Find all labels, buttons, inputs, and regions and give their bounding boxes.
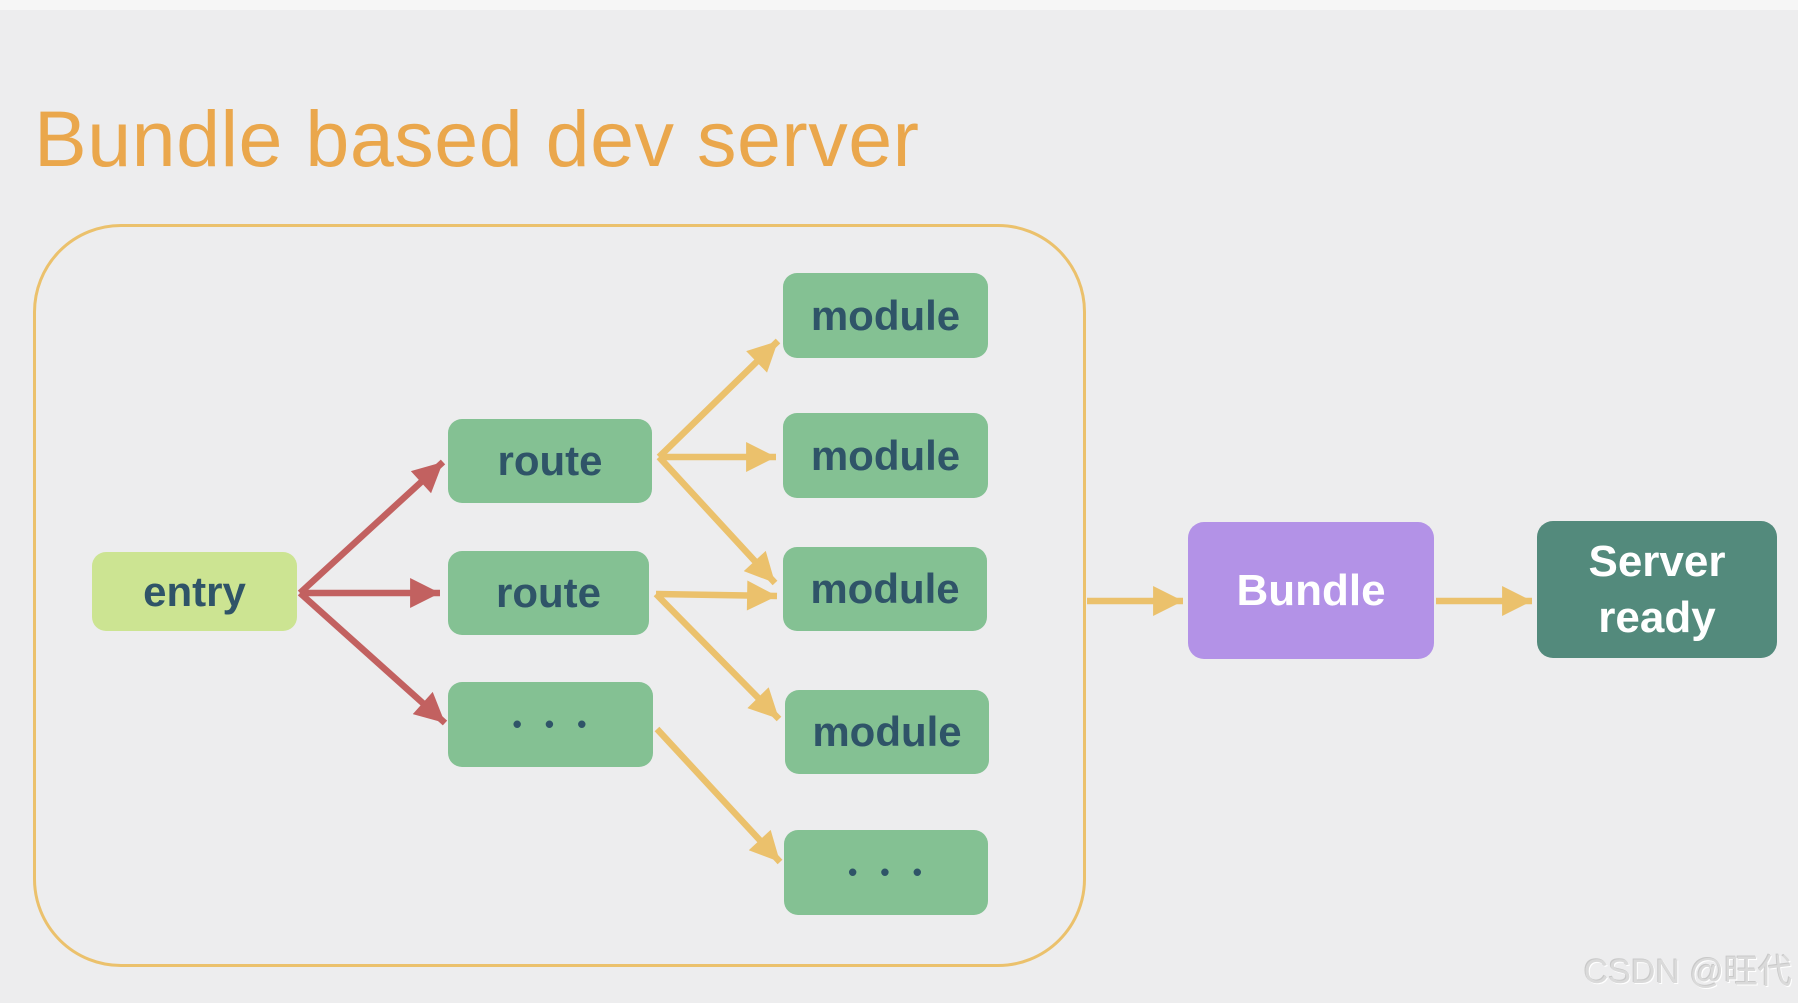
bundle-node-label: Bundle: [1236, 565, 1386, 615]
route-node-2-label: route: [496, 569, 601, 616]
module-node-4-label: module: [812, 708, 962, 755]
route-node-2: route: [448, 551, 649, 635]
server-ready-node: Server ready: [1537, 521, 1777, 658]
server-ready-node-label: Server ready: [1588, 536, 1726, 642]
route-node-1: route: [448, 419, 652, 503]
modules-ellipsis-node: • • •: [784, 830, 988, 915]
module-node-1: module: [783, 273, 988, 358]
top-strip: [0, 0, 1798, 10]
csdn-watermark: CSDN @旺代: [1583, 953, 1792, 991]
module-node-4: module: [785, 690, 989, 774]
routes-ellipsis-label: • • •: [512, 709, 589, 739]
module-node-1-label: module: [810, 291, 961, 339]
page-title: Bundle based dev server: [34, 93, 920, 183]
route-node-1-label: route: [497, 437, 603, 484]
dev-server-scope-container: [33, 224, 1086, 967]
routes-ellipsis-node: • • •: [448, 682, 653, 767]
entry-node: entry: [92, 552, 297, 631]
bundle-node: Bundle: [1188, 522, 1434, 659]
entry-node-label: entry: [143, 567, 246, 615]
modules-ellipsis-label: • • •: [848, 857, 924, 887]
module-node-3: module: [783, 547, 987, 631]
module-node-3-label: module: [810, 565, 960, 612]
module-node-2-label: module: [810, 431, 961, 479]
module-node-2: module: [783, 413, 988, 498]
